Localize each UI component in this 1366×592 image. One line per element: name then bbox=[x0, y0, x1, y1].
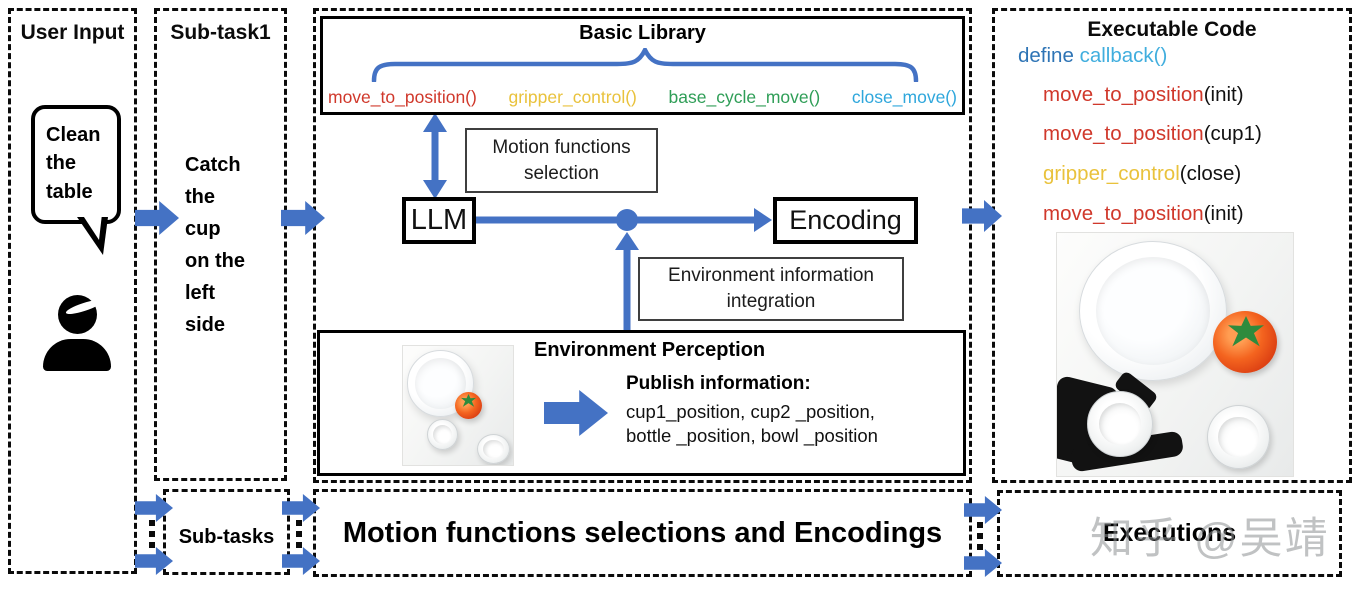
ellipsis-dots bbox=[977, 522, 983, 550]
code-fn: gripper_control bbox=[1043, 162, 1180, 185]
publish-line: bottle _position, bowl _position bbox=[626, 424, 878, 446]
environment-photo bbox=[402, 345, 514, 466]
subtask1-text: Catch the cup on the left side bbox=[185, 154, 245, 336]
tomato-image bbox=[455, 392, 482, 419]
executable-code-title: Executable Code bbox=[1087, 18, 1257, 41]
bowl-image bbox=[407, 350, 474, 417]
ellipsis-dots bbox=[149, 520, 155, 548]
subtasks-label: Sub-tasks bbox=[178, 526, 275, 548]
encodings-box: Motion functions selections and Encoding… bbox=[313, 489, 972, 577]
code-line: move_to_position(init) bbox=[1043, 83, 1244, 107]
basic-library-title: Basic Library bbox=[579, 22, 706, 44]
code-define-line: define callback() bbox=[1018, 44, 1167, 68]
code-fn: move_to_position bbox=[1043, 83, 1204, 106]
code-fn: move_to_position bbox=[1043, 202, 1204, 225]
user-input-panel: User Input Clean the table bbox=[8, 8, 137, 574]
llm-box: LLM bbox=[402, 197, 476, 244]
publish-arrow-icon bbox=[544, 390, 608, 436]
cup-image bbox=[1087, 391, 1153, 457]
code-line: move_to_position(init) bbox=[1043, 202, 1244, 226]
bowl-image bbox=[1079, 241, 1227, 381]
cup-image bbox=[427, 419, 458, 450]
code-fn: move_to_position bbox=[1043, 122, 1204, 145]
environment-integration-label: Environment information integration bbox=[638, 257, 904, 321]
speech-bubble-text: Clean the table bbox=[46, 124, 101, 203]
publish-info: Publish information: cup1_position, cup2… bbox=[626, 373, 878, 447]
encodings-label: Motion functions selections and Encoding… bbox=[342, 516, 943, 549]
environment-perception-title: Environment Perception bbox=[534, 339, 766, 361]
subtask1-panel: Sub-task1 Catch the cup on the left side bbox=[154, 8, 287, 481]
executions-box: Executions bbox=[997, 490, 1342, 577]
publish-heading: Publish information: bbox=[626, 373, 811, 394]
library-function: base_cycle_move() bbox=[668, 87, 821, 107]
tomato-image bbox=[1213, 311, 1277, 373]
environment-perception-box: Environment Perception Publish informati… bbox=[317, 330, 966, 476]
code-arg: (init) bbox=[1203, 83, 1244, 106]
code-arg: (close) bbox=[1179, 162, 1242, 185]
cup-image bbox=[477, 434, 510, 464]
ellipsis-dots bbox=[296, 520, 302, 548]
publish-line: cup1_position, cup2 _position, bbox=[626, 401, 875, 422]
subtasks-box: Sub-tasks bbox=[163, 489, 290, 575]
executions-label: Executions bbox=[1102, 519, 1237, 547]
user-input-title: User Input bbox=[20, 21, 125, 44]
code-arg: (init) bbox=[1203, 202, 1244, 225]
code-arg: (cup1) bbox=[1203, 122, 1262, 145]
motion-selection-label: Motion functions selection bbox=[465, 128, 658, 193]
watermark: 知乎 @吴靖 bbox=[1090, 515, 1330, 563]
library-function: move_to_position() bbox=[328, 87, 477, 107]
encoding-box: Encoding bbox=[773, 197, 918, 244]
user-person-icon bbox=[43, 295, 111, 371]
code-line: gripper_control(close) bbox=[1043, 162, 1241, 186]
code-keyword: define bbox=[1018, 44, 1080, 67]
library-function: gripper_control() bbox=[508, 87, 637, 107]
basic-library-box: Basic Library move_to_position() gripper… bbox=[320, 16, 965, 115]
speech-bubble: Clean the table bbox=[31, 105, 121, 255]
subtask1-title: Sub-task1 bbox=[170, 21, 271, 44]
execution-result-photo bbox=[1056, 232, 1294, 477]
pipeline-panel: Basic Library move_to_position() gripper… bbox=[313, 8, 972, 483]
code-callback: callback() bbox=[1079, 44, 1168, 67]
connector-arrows bbox=[423, 113, 772, 330]
executable-code-panel: Executable Code define callback() move_t… bbox=[992, 8, 1352, 483]
code-line: move_to_position(cup1) bbox=[1043, 122, 1262, 146]
library-function-list: move_to_position() gripper_control() bas… bbox=[328, 87, 957, 108]
cup-image bbox=[1207, 405, 1270, 469]
library-function: close_move() bbox=[851, 87, 957, 107]
brace-icon bbox=[371, 48, 919, 82]
